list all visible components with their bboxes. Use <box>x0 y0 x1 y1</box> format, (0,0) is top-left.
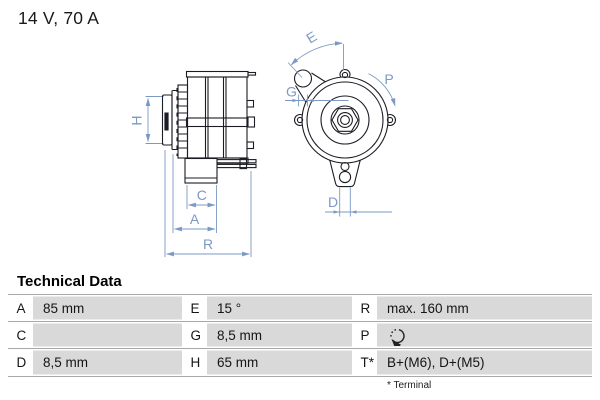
dim-D: D <box>325 187 392 217</box>
dim-label-A: A <box>190 211 200 227</box>
dim-G: G <box>285 84 349 107</box>
dim-value-A: 85 mm <box>33 295 182 321</box>
dim-key-C: C <box>8 322 33 348</box>
dim-label-G: G <box>286 84 297 100</box>
dim-value-R: max. 160 mm <box>377 295 592 321</box>
technical-data-table: A 85 mm E 15 ° R max. 160 mm C G 8,5 mm … <box>8 294 592 377</box>
dim-value-G: 8,5 mm <box>207 322 352 348</box>
shaft-nut-hexagon <box>331 108 359 132</box>
alternator-front-view: E G P D <box>285 28 397 217</box>
dim-label-C: C <box>197 187 207 203</box>
pulley <box>161 89 179 151</box>
dim-key-P: P <box>352 322 377 348</box>
dim-label-D: D <box>328 194 338 210</box>
page-title: 14 V, 70 A <box>18 8 100 28</box>
technical-data-section: Technical Data A 85 mm E 15 ° R max. 160… <box>8 272 592 391</box>
terminal-footnote: * Terminal <box>387 380 432 391</box>
dim-label-R: R <box>203 236 213 252</box>
dim-label-H: H <box>129 115 145 125</box>
bracket-hole-upper <box>340 161 350 172</box>
lower-mounting-bracket <box>326 150 364 188</box>
dim-key-H: H <box>182 349 207 376</box>
dim-key-D: D <box>8 349 33 376</box>
dim-value-C <box>33 322 182 348</box>
dim-key-R: R <box>352 295 377 321</box>
bracket-hole-lower <box>338 170 352 184</box>
mounting-foot <box>184 157 218 184</box>
housing-outer-circle <box>301 76 389 164</box>
dim-value-D: 8,5 mm <box>33 349 182 376</box>
rotation-clockwise-icon <box>390 328 405 346</box>
hub-circle <box>330 105 360 135</box>
alternator-side-view: H C A R <box>129 70 257 257</box>
dim-key-G: G <box>182 322 207 348</box>
shaft-circle <box>337 112 353 128</box>
technical-data-heading: Technical Data <box>17 273 122 290</box>
ear-hole-right <box>386 116 394 124</box>
ear-hole-left <box>296 116 304 124</box>
dim-label-E: E <box>303 28 319 47</box>
table-row: C G 8,5 mm P <box>8 322 592 349</box>
dim-key-E: E <box>182 295 207 321</box>
table-row: A 85 mm E 15 ° R max. 160 mm <box>8 295 592 322</box>
fan <box>176 84 189 159</box>
dim-key-T: T* <box>352 349 377 376</box>
dim-value-E: 15 ° <box>207 295 352 321</box>
rotor-circle <box>320 95 370 145</box>
dim-value-P <box>377 322 592 348</box>
housing-inner-ring <box>306 81 384 159</box>
table-row: D 8,5 mm H 65 mm T* B+(M6), D+(M5) <box>8 349 592 376</box>
dim-value-H: 65 mm <box>207 349 352 376</box>
dim-P-rotation-arrow: P <box>368 71 396 107</box>
dimension-extension-lines <box>145 96 252 257</box>
dim-label-P: P <box>384 71 393 87</box>
ear-hole-top <box>341 71 349 79</box>
dim-E: E <box>287 28 344 78</box>
housing-body <box>185 70 257 164</box>
technical-drawing: H C A R <box>129 28 397 257</box>
dim-key-A: A <box>8 295 33 321</box>
dim-value-T: B+(M6), D+(M5) <box>377 349 592 376</box>
shaft-bore <box>340 115 350 125</box>
